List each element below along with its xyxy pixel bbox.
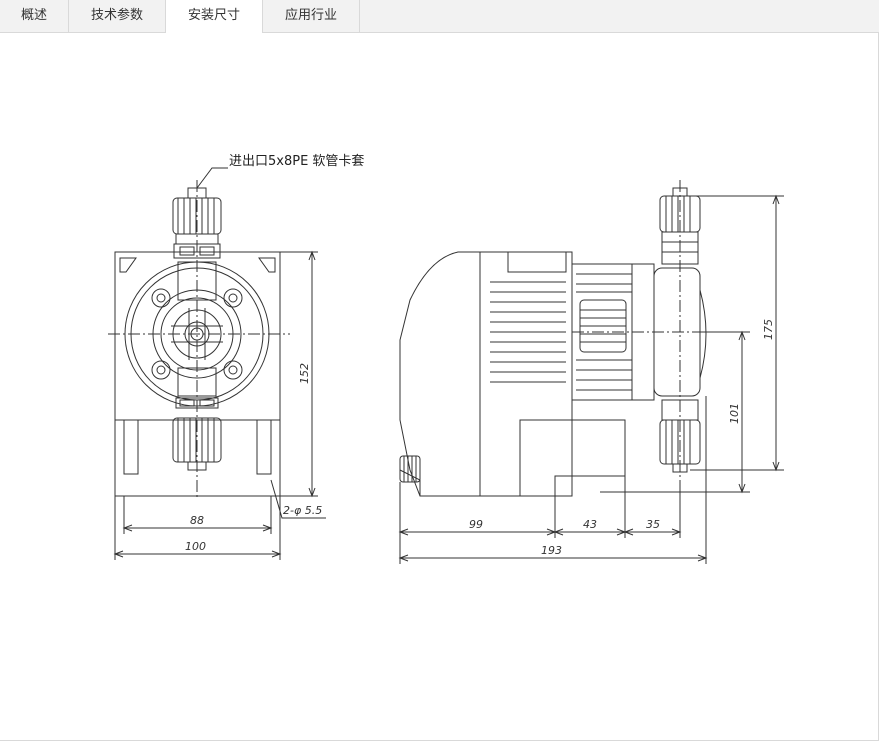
mounting-hole-note: 2-φ 5.5	[283, 504, 322, 517]
tab-overview[interactable]: 概述	[0, 0, 69, 33]
side-total-width-dim: 193	[541, 544, 562, 557]
tab-content-panel	[0, 33, 879, 741]
tab-industries[interactable]: 应用行业	[263, 0, 360, 33]
tab-install-size[interactable]: 安装尺寸	[165, 0, 263, 34]
side-view	[399, 180, 745, 497]
side-total-height-dim: 175	[762, 319, 775, 340]
side-lower-height-dim: 101	[728, 403, 741, 424]
front-height-dim: 152	[298, 363, 311, 384]
side-width-segment-2: 43	[583, 518, 597, 531]
front-view	[108, 180, 290, 500]
tab-bar: 概述 技术参数 安装尺寸 应用行业	[0, 0, 879, 34]
side-width-segment-3: 35	[646, 518, 660, 531]
inlet-outlet-note: 进出口5x8PE 软管卡套	[229, 153, 364, 169]
side-width-segment-1: 99	[469, 518, 483, 531]
front-outer-width-dim: 100	[185, 540, 206, 553]
front-inner-width-dim: 88	[190, 514, 204, 527]
